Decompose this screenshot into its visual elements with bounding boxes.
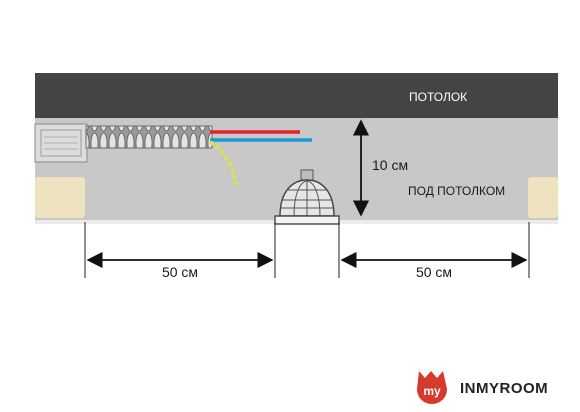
spotlight-icon xyxy=(274,169,340,225)
gap-height-label: 10 см xyxy=(372,157,408,173)
left-distance-label: 50 см xyxy=(162,264,198,280)
corrugated-conduit-icon xyxy=(85,125,213,149)
brand-name: INMYROOM xyxy=(460,380,548,397)
junction-box-icon xyxy=(34,123,88,163)
ceiling-slab xyxy=(35,73,558,118)
under-ceiling-label: ПОД ПОТОЛКОМ xyxy=(408,184,505,198)
right-distance-label: 50 см xyxy=(416,264,452,280)
ceiling-label: ПОТОЛОК xyxy=(409,90,467,104)
wood-block-left xyxy=(35,177,85,218)
wood-block-right xyxy=(528,177,558,218)
ground-wire xyxy=(209,140,238,186)
brand-logo-icon: my xyxy=(417,371,447,404)
brand-logo-text: my xyxy=(423,384,441,398)
